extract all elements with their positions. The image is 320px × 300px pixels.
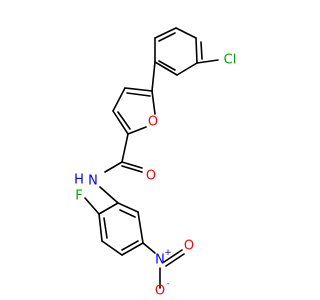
- bond: [151, 90, 156, 115]
- bond: [121, 161, 143, 169]
- bond: [117, 202, 139, 213]
- chlorophenyl-ring: [154, 27, 219, 76]
- bond: [127, 126, 147, 135]
- bond: [121, 240, 139, 251]
- bond: [195, 37, 198, 64]
- bond: [126, 92, 151, 97]
- amide-group: [104, 133, 143, 173]
- bond: [98, 202, 119, 215]
- bond: [165, 253, 185, 267]
- bond: [98, 213, 103, 242]
- bond: [142, 242, 156, 254]
- bond: [124, 87, 153, 92]
- fluorine-label: F: [75, 189, 82, 204]
- fluoronitrophenyl-ring: [84, 197, 156, 256]
- bond: [200, 41, 203, 60]
- bond: [121, 165, 143, 173]
- bond: [112, 87, 126, 112]
- bond: [158, 60, 176, 71]
- bond: [117, 111, 131, 130]
- structure-svg: Cl O O N H F N + O O -: [74, 27, 237, 299]
- bond: [121, 242, 144, 256]
- amide-nitrogen-label: N: [88, 174, 98, 189]
- amide-hydrogen-label: H: [74, 173, 84, 188]
- bond: [158, 32, 176, 42]
- bond: [101, 240, 123, 256]
- carbonyl-oxygen-label: O: [146, 169, 156, 184]
- bond: [196, 59, 219, 64]
- nitro-group: [159, 249, 185, 289]
- molecule-diagram: Cl O O N H F N + O O -: [74, 27, 237, 299]
- bond: [84, 197, 100, 215]
- nitro-oxygen-double-label: O: [184, 239, 194, 254]
- bond: [137, 211, 144, 244]
- bond: [104, 161, 123, 173]
- bond: [175, 27, 197, 39]
- bond: [154, 61, 178, 76]
- bond: [112, 110, 129, 135]
- nitro-nitrogen-charge: +: [164, 248, 172, 258]
- bond: [103, 217, 108, 239]
- bond: [99, 186, 119, 204]
- chlorine-label: Cl: [224, 53, 237, 68]
- nitro-nitrogen-label: N: [155, 253, 165, 268]
- furan-oxygen-label: O: [148, 115, 158, 130]
- furan-ring: [112, 87, 156, 135]
- nitro-oxygen-single-label: O: [155, 284, 165, 299]
- bond: [154, 27, 177, 39]
- bond: [119, 209, 136, 218]
- bond: [121, 133, 129, 163]
- nitro-oxygen-charge: -: [166, 279, 169, 289]
- bond: [163, 249, 183, 263]
- bond: [151, 61, 156, 92]
- bond: [176, 62, 198, 76]
